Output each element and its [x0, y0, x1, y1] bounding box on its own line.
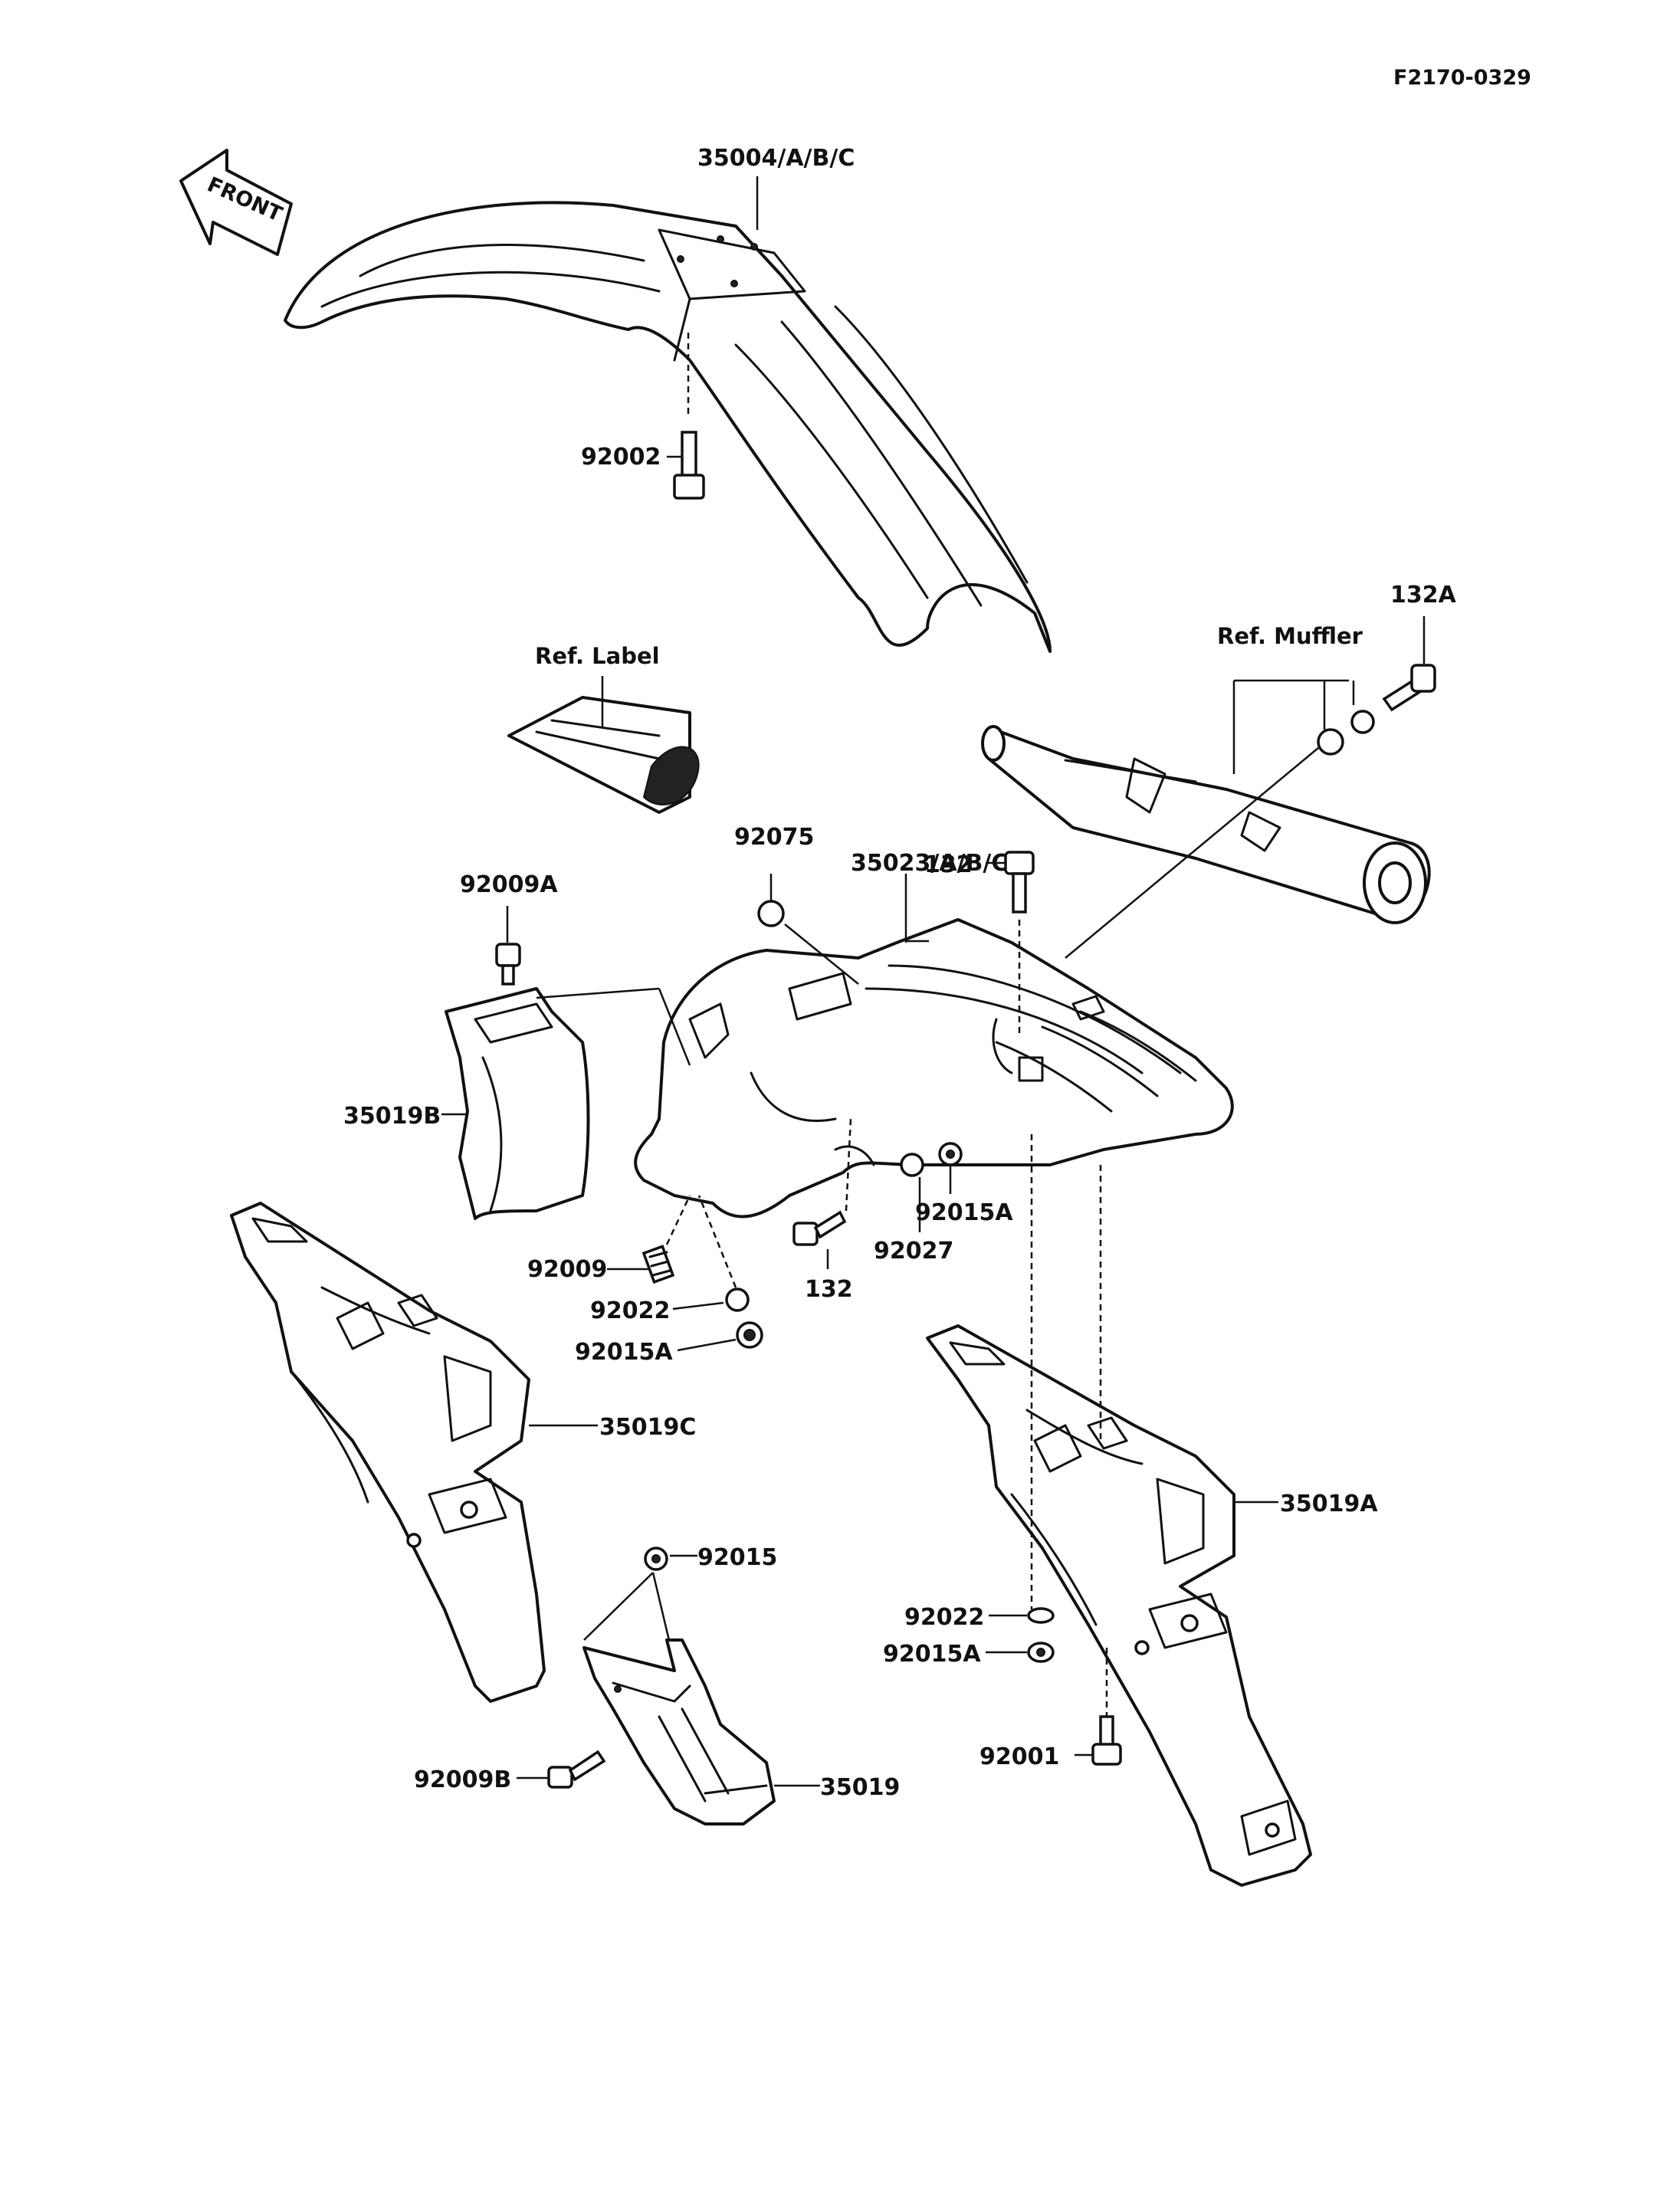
callout-nut-92015a-mid: 92015A: [915, 1199, 1013, 1226]
bolt-92009a-icon: [495, 943, 521, 986]
diagram-code: F2170-0329: [1393, 66, 1531, 90]
callout-washer-92022-right: 92022: [904, 1604, 984, 1631]
bolt-132-bottom-icon: [792, 1210, 847, 1246]
bolt-132-top-icon: [1004, 851, 1035, 914]
ref-label-text: Ref. Label: [535, 643, 660, 669]
callout-bolt-132-bottom: 132: [805, 1276, 853, 1303]
callout-nut-92015: 92015: [697, 1544, 777, 1571]
flap-35019b: [445, 987, 590, 1220]
callout-bolt-132-top: 132: [924, 851, 973, 878]
callout-grommet-92075: 92075: [734, 824, 814, 851]
collar-icon: [1350, 710, 1375, 734]
callout-bolt-92009a: 92009A: [460, 871, 558, 898]
washer-92022-left-icon: [725, 1287, 750, 1312]
flap-35019: [582, 1638, 776, 1825]
flap-35019c: [230, 1202, 546, 1703]
bolt-92009b-icon: [547, 1750, 606, 1789]
front-fender: [284, 201, 1052, 653]
ref-label-sticker: [507, 696, 700, 814]
callout-flap-35019b: 35019B: [343, 1103, 441, 1130]
bolt-132a-icon: [1382, 664, 1436, 712]
callout-flap-35019c: 35019C: [599, 1414, 696, 1441]
callout-front-fender: 35004/A/B/C: [697, 145, 855, 172]
spacer-92009-icon: [641, 1245, 675, 1284]
bolt-92002-icon: [667, 330, 705, 500]
callout-bolt-92009b: 92009B: [414, 1766, 511, 1793]
washer-92022-right-icon: [1027, 1607, 1055, 1624]
front-arrow-icon: FRONT: [179, 149, 293, 256]
grommet-icon: [1317, 728, 1344, 756]
ref-muffler-text: Ref. Muffler: [1217, 623, 1363, 649]
callout-bolt-92002: 92002: [581, 444, 661, 471]
grommet-92075-icon: [757, 900, 785, 927]
callout-washer-92022-left: 92022: [590, 1297, 670, 1324]
callout-bolt-92001: 92001: [979, 1743, 1059, 1770]
callout-collar-92027: 92027: [874, 1238, 953, 1265]
collar-92027-icon: [900, 1153, 924, 1177]
callout-nut-92015a-right: 92015A: [883, 1641, 981, 1668]
callout-flap-35019: 35019: [820, 1774, 900, 1801]
callout-flap-35019a: 35019A: [1280, 1491, 1378, 1517]
callout-spacer-92009: 92009: [527, 1256, 607, 1283]
flap-35019a: [926, 1324, 1312, 1887]
bolt-92001-icon: [1091, 1715, 1122, 1766]
callout-rear-fender: 35023/A/B/C: [851, 850, 1008, 877]
callout-nut-92015a-left: 92015A: [575, 1339, 673, 1366]
rear-fender: [634, 918, 1234, 1219]
muffler: [981, 725, 1431, 924]
callout-bolt-132a: 132A: [1390, 582, 1457, 608]
